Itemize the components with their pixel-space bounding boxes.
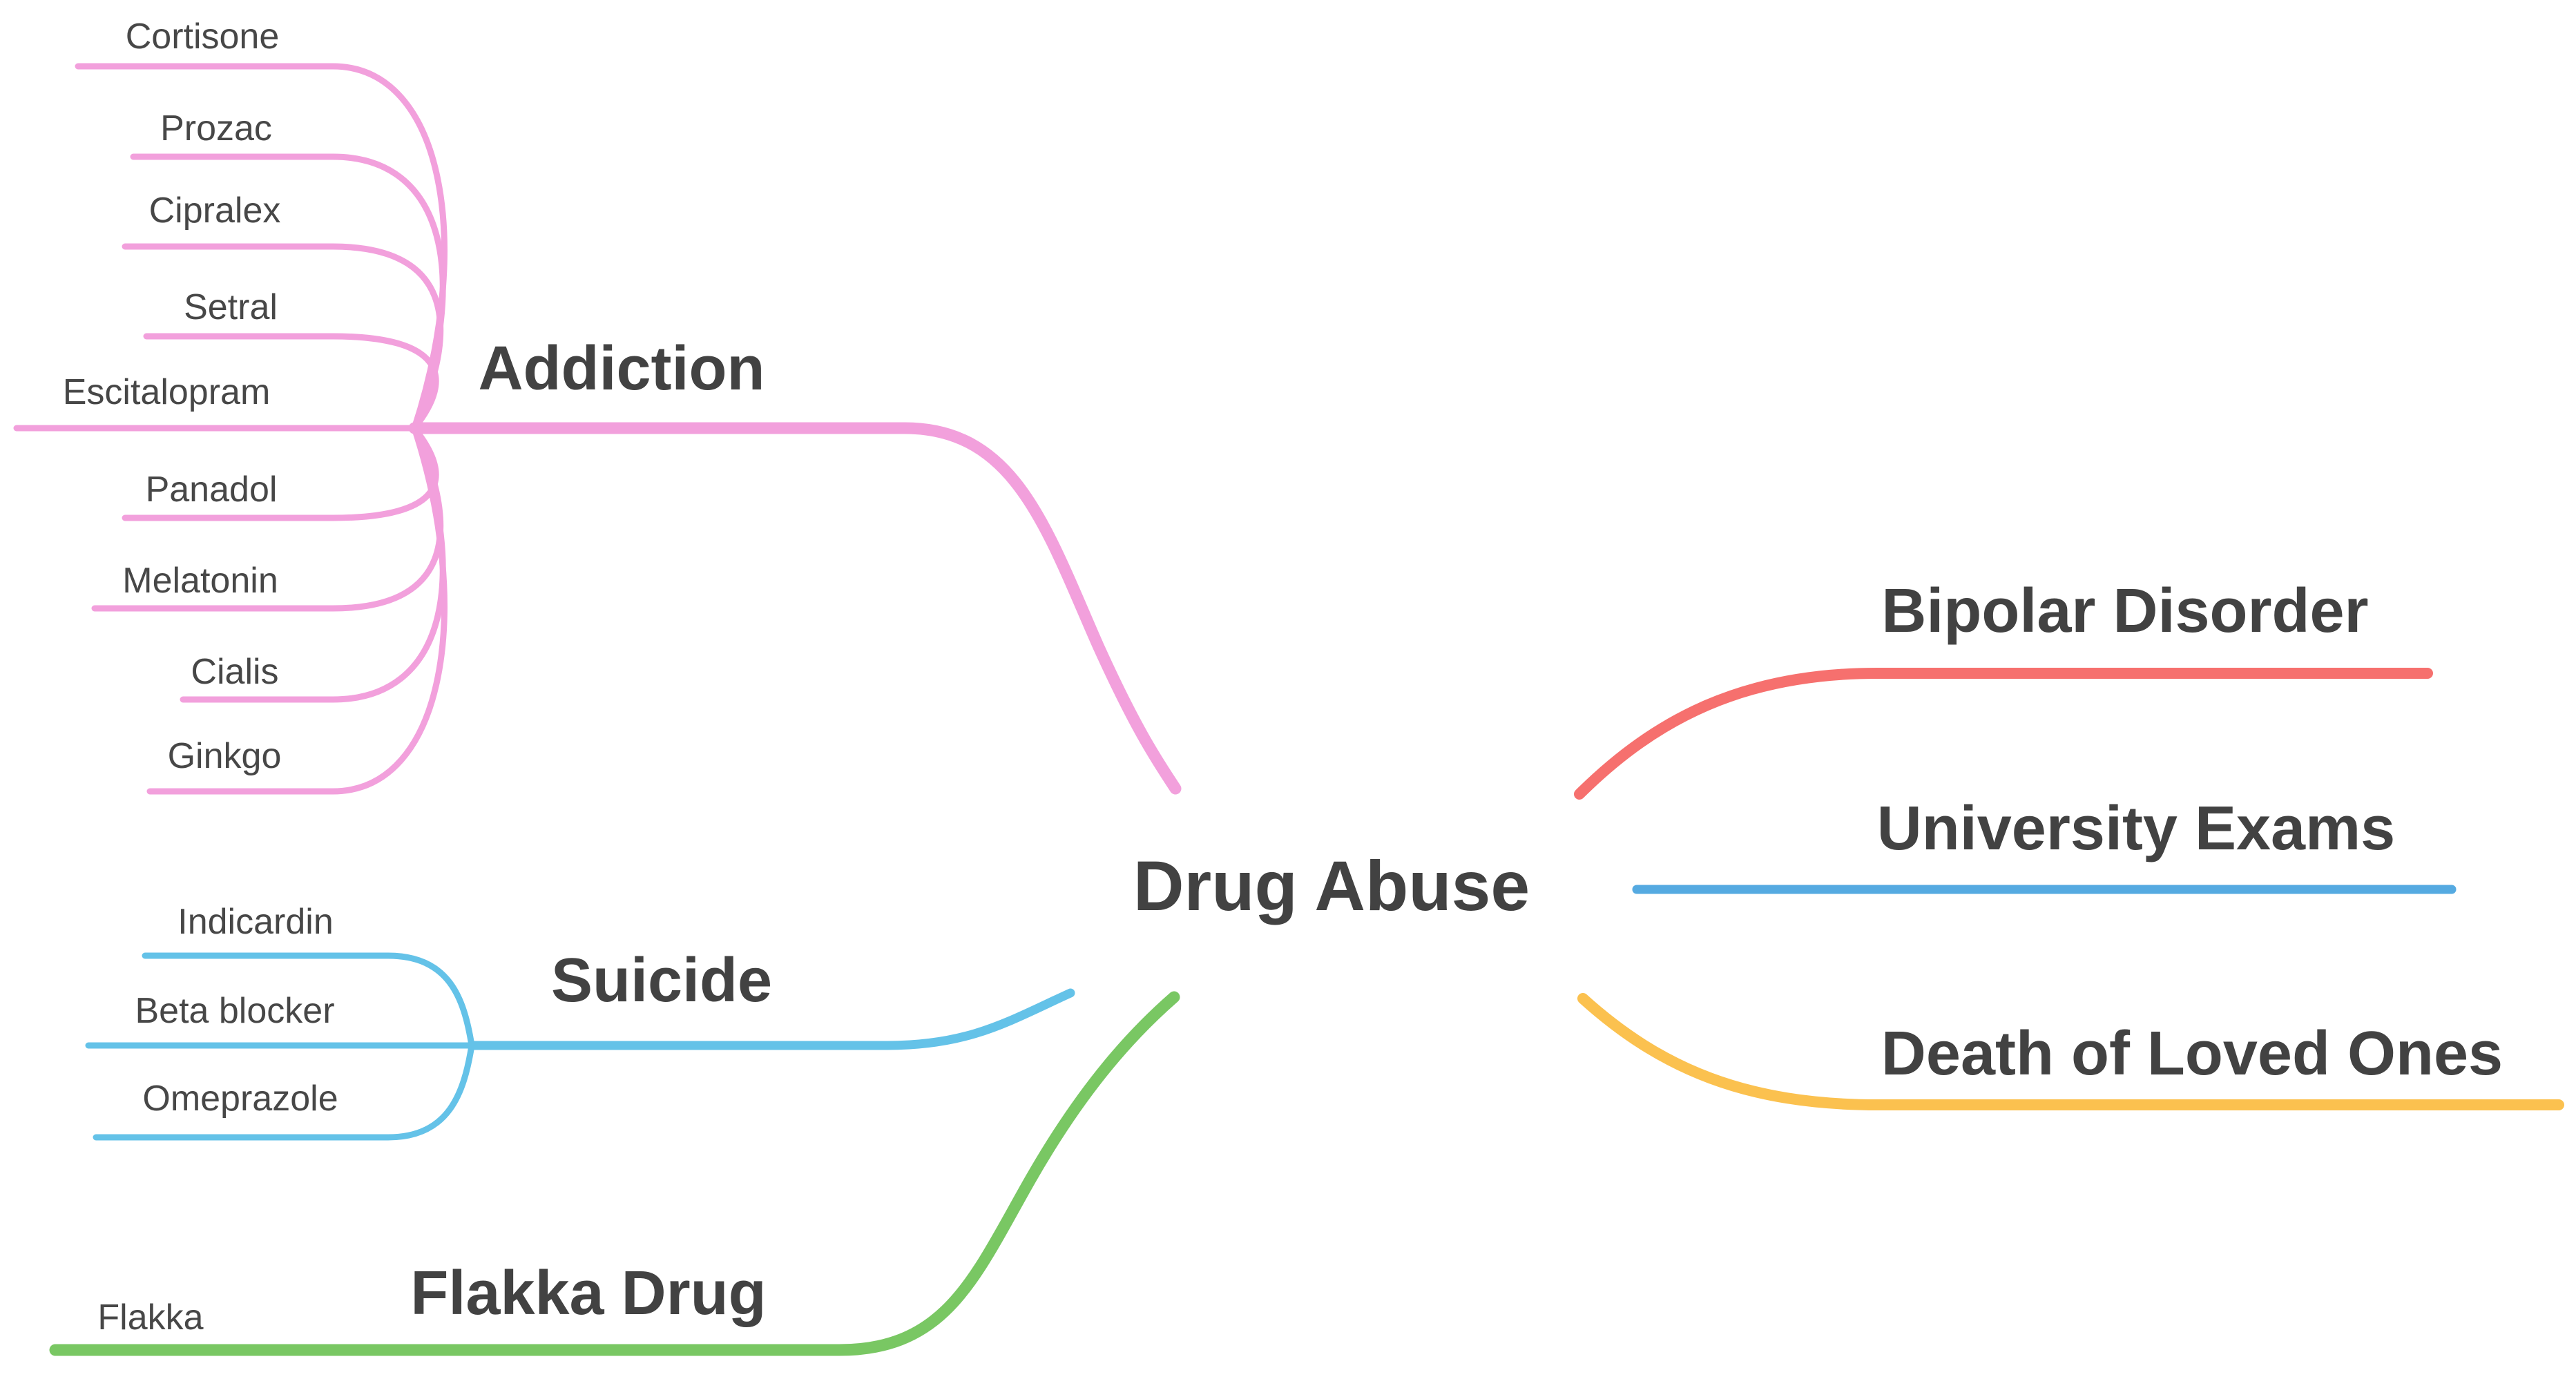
addiction-node-label[interactable]: Addiction [479, 334, 765, 403]
suicide-subbranch-line-omeprazole [93, 1042, 475, 1141]
sub-node-label-indicardin[interactable]: Indicardin [177, 902, 333, 942]
death-of-loved-ones-node-label[interactable]: Death of Loved Ones [1881, 1019, 2503, 1088]
addiction-subbranch-line-setral [143, 333, 439, 432]
sub-node-label-cipralex[interactable]: Cipralex [149, 191, 281, 231]
suicide-branch-line [467, 988, 1075, 1050]
addiction-subbranch-line-panadol [122, 425, 439, 521]
death-of-loved-ones-branch: Death of Loved Ones [1577, 993, 2564, 1110]
addiction-branch: Addiction Cortisone Prozac Cipralex Setr… [13, 17, 1182, 795]
university-exams-branch: University Exams [1632, 794, 2457, 894]
death-of-loved-ones-branch-line [1577, 993, 2564, 1110]
university-exams-node-label[interactable]: University Exams [1877, 794, 2395, 863]
bipolar-disorder-branch-line [1574, 668, 2433, 800]
central-topic-label[interactable]: Drug Abuse [1133, 847, 1530, 925]
sub-node-label-ginkgo[interactable]: Ginkgo [168, 736, 282, 776]
sub-node-label-flakka[interactable]: Flakka [97, 1298, 203, 1338]
addiction-subbranch-line-cipralex [122, 243, 443, 432]
flakka-drug-branch: Flakka Drug Flakka [49, 991, 1180, 1356]
suicide-subbranch-line-indicardin [142, 952, 475, 1049]
sub-node-label-prozac[interactable]: Prozac [160, 108, 272, 148]
sub-node-label-cortisone[interactable]: Cortisone [126, 17, 280, 57]
suicide-node-label[interactable]: Suicide [551, 946, 772, 1015]
addiction-branch-line [408, 422, 1182, 795]
sub-node-label-panadol[interactable]: Panadol [146, 470, 278, 510]
suicide-branch: Suicide Indicardin Beta blocker Omeprazo… [85, 902, 1075, 1141]
flakka-drug-branch-line [49, 991, 1180, 1356]
sub-node-label-cialis[interactable]: Cialis [191, 652, 278, 692]
addiction-subbranch-line-ginkgo [146, 425, 448, 795]
sub-node-label-escitalopram[interactable]: Escitalopram [63, 372, 271, 412]
sub-node-label-melatonin[interactable]: Melatonin [122, 561, 278, 601]
sub-node-label-omeprazole[interactable]: Omeprazole [142, 1079, 338, 1119]
sub-node-label-setral[interactable]: Setral [184, 287, 278, 327]
flakka-drug-node-label[interactable]: Flakka Drug [410, 1259, 766, 1328]
bipolar-disorder-branch: Bipolar Disorder [1574, 577, 2433, 800]
bipolar-disorder-node-label[interactable]: Bipolar Disorder [1881, 577, 2368, 646]
sub-node-label-beta-blocker[interactable]: Beta blocker [135, 991, 334, 1031]
